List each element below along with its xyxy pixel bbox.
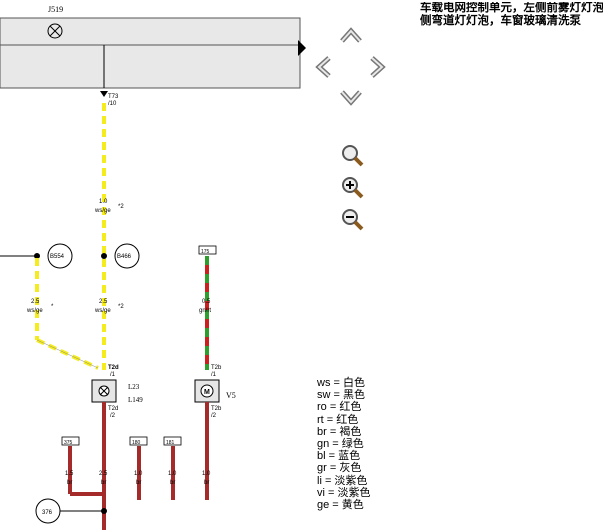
- zoom-out-icon[interactable]: [340, 207, 364, 231]
- g375-label: 375: [64, 440, 73, 446]
- legend-title-line1: 车载电网控制单元，左侧前雾灯灯泡，: [420, 2, 603, 14]
- br2-size: 2.5: [99, 471, 108, 477]
- t2d-pin1: /1: [110, 372, 116, 378]
- t2d-label: T2d: [108, 365, 119, 371]
- br4-color: br: [170, 480, 175, 486]
- color-code-item: rt = 红色: [317, 413, 359, 426]
- g375-terminal: [61, 436, 80, 446]
- t73-arrow-icon: [100, 91, 108, 97]
- pan-up-icon[interactable]: [339, 25, 363, 45]
- color-code-item: gn = 绿色: [317, 438, 364, 451]
- color-code-item: ws = 白色: [317, 377, 365, 389]
- b554-node: [47, 243, 73, 269]
- br3-size: 1.0: [134, 471, 143, 477]
- t2b-label: T2b: [211, 365, 222, 371]
- wire1-size: 1.0: [99, 199, 108, 205]
- color-code-item: vi = 淡紫色: [317, 486, 371, 499]
- zoom-in-icon[interactable]: [340, 175, 364, 199]
- t73-pin: /10: [108, 101, 117, 107]
- wire2-color: ws/ge: [26, 308, 43, 314]
- l149-label: L149: [128, 396, 143, 404]
- wire1-note: *2: [118, 204, 124, 210]
- pump-icon: [200, 384, 214, 398]
- g175-terminal: [198, 245, 217, 255]
- wire1-color: ws/ge: [94, 208, 111, 214]
- j519-label: J519: [48, 5, 63, 14]
- br4-size: 1.0: [168, 471, 177, 477]
- g180-label: 180: [132, 440, 141, 446]
- j519-unit-top: [0, 17, 301, 46]
- next-page-arrow-icon[interactable]: [298, 40, 306, 56]
- br3-color: br: [136, 480, 141, 486]
- t2d-label-bottom: T2d: [108, 406, 118, 412]
- b554-dot: [34, 253, 40, 259]
- b554-label: B554: [50, 254, 65, 260]
- b466-node: [114, 243, 140, 269]
- br5-size: 1.0: [202, 471, 211, 477]
- b466-label: B466: [117, 254, 132, 260]
- t2b-pin1: /1: [211, 372, 217, 378]
- t2b-pin2: /2: [211, 413, 217, 419]
- wire2-size: 2.5: [31, 299, 40, 305]
- pan-right-icon[interactable]: [368, 55, 388, 79]
- color-code-item: bl = 蓝色: [317, 450, 361, 463]
- g376-dot: [101, 508, 107, 514]
- br1-size: 1.5: [65, 471, 74, 477]
- magnifier-icon[interactable]: [340, 143, 364, 167]
- color-code-item: sw = 黑色: [317, 389, 365, 402]
- wire4-color: gn/rt: [199, 308, 211, 314]
- g376-label: 376: [42, 510, 53, 516]
- br1-color: br: [67, 480, 72, 486]
- t2b-label-bottom: T2b: [211, 406, 222, 412]
- t2d-pin2: /2: [110, 413, 116, 419]
- g181-terminal: [163, 436, 182, 446]
- t73-label: T73: [108, 94, 119, 100]
- legend-title-line2: 侧弯道灯灯泡，车窗玻璃清洗泵: [420, 15, 581, 27]
- legend-panel: 车载电网控制单元，左侧前雾灯灯泡， 侧弯道灯灯泡，车窗玻璃清洗泵 J519-车载…: [420, 2, 603, 28]
- g180-terminal: [129, 436, 148, 446]
- wire3-note: *2: [118, 304, 124, 310]
- wire3-color: ws/ge: [94, 308, 111, 314]
- relay-symbol-icon: [47, 23, 63, 39]
- g175-label: 175: [201, 249, 210, 255]
- v5-label: V5: [226, 391, 236, 400]
- color-code-item: ro = 红色: [317, 401, 362, 414]
- wire4-size: 0.5: [202, 299, 211, 305]
- pan-left-icon[interactable]: [313, 55, 333, 79]
- color-code-item: ge = 黄色: [317, 499, 364, 512]
- l23-label: L23: [128, 383, 140, 391]
- g181-label: 181: [166, 440, 175, 446]
- color-code-item: li = 淡紫色: [317, 474, 368, 487]
- br5-color: br: [204, 480, 209, 486]
- wire2-note: *: [51, 304, 54, 310]
- color-code-item: gr = 灰色: [317, 462, 362, 475]
- color-code-item: br = 褐色: [317, 425, 362, 438]
- g376-node: [35, 498, 61, 524]
- svg-text:M: M: [204, 389, 210, 396]
- b466-dot: [101, 253, 107, 259]
- j519-unit-body: [0, 44, 301, 89]
- br2-color: br: [101, 480, 106, 486]
- pan-down-icon[interactable]: [339, 88, 363, 108]
- wire3-size: 2.5: [99, 299, 108, 305]
